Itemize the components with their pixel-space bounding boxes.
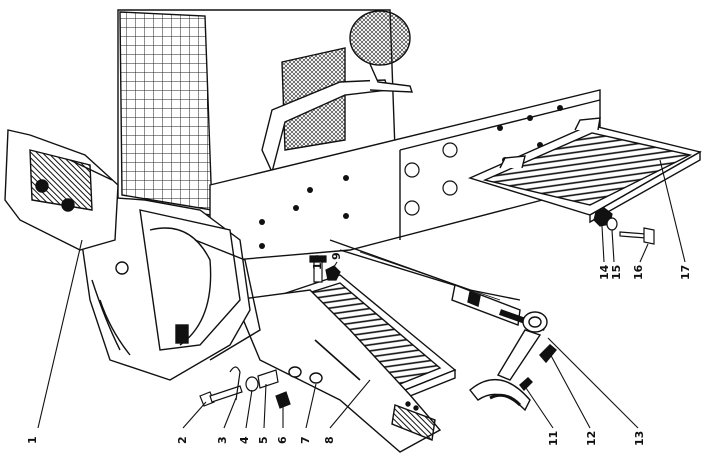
callout-10: 10 — [311, 254, 324, 270]
washer-15 — [606, 217, 618, 231]
callout-4: 4 — [238, 436, 251, 444]
callout-8: 8 — [323, 436, 336, 444]
callout-6: 6 — [276, 436, 289, 444]
bracket-bolt-10 — [309, 255, 327, 283]
front-tube — [234, 289, 442, 453]
cab-body — [117, 9, 396, 216]
right-step-platform — [468, 117, 702, 224]
driveshaft — [4, 129, 129, 275]
callout-labels: 1 2 3 4 5 6 7 8 9 10 11 12 13 14 15 16 1… — [26, 252, 692, 446]
leader-lines — [37, 159, 686, 429]
callout-13: 13 — [633, 431, 646, 446]
washer-4 — [245, 376, 259, 392]
cotter-pin-3 — [229, 366, 241, 401]
callout-16: 16 — [632, 264, 645, 280]
plug-6 — [275, 391, 291, 409]
callout-2: 2 — [176, 436, 189, 444]
bracket-nut-9 — [325, 265, 341, 281]
callout-7: 7 — [299, 436, 312, 444]
steering-lever — [469, 329, 557, 412]
callout-3: 3 — [216, 436, 229, 444]
pin-5 — [257, 369, 279, 389]
callout-14: 14 — [598, 264, 611, 280]
callout-11: 11 — [547, 431, 560, 446]
headlamp — [349, 10, 413, 93]
tie-rod — [329, 239, 548, 333]
callout-17: 17 — [679, 265, 692, 280]
transmission-housing — [74, 194, 261, 381]
callout-5: 5 — [257, 436, 270, 444]
callout-12: 12 — [585, 431, 598, 446]
callout-1: 1 — [26, 436, 39, 444]
frame-bolts — [404, 142, 458, 216]
callout-9: 9 — [330, 252, 343, 260]
bolt-2 — [199, 385, 243, 407]
bolt-16 — [619, 227, 655, 245]
callout-15: 15 — [610, 265, 623, 280]
